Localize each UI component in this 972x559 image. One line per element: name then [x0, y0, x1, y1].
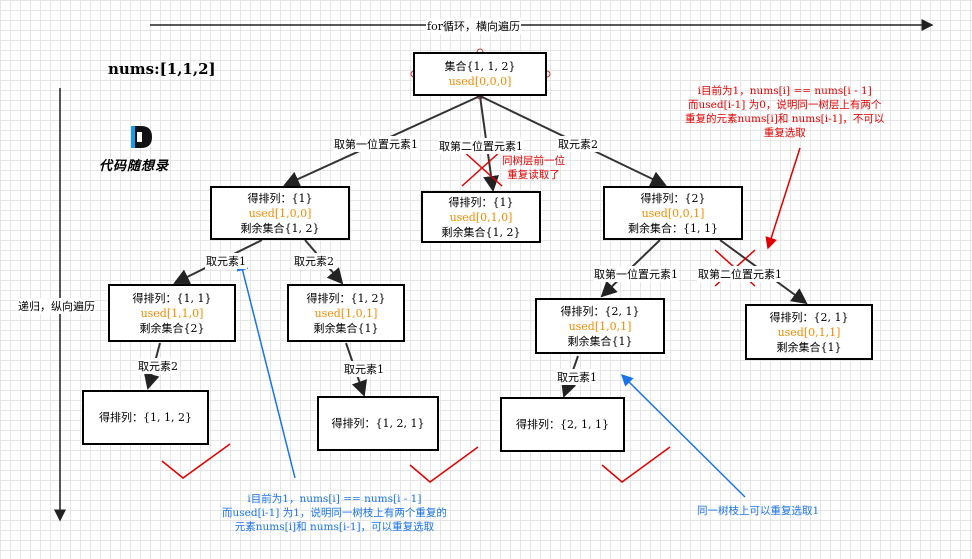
edge-label-root-l1a: 取第一位置元素1 [333, 136, 419, 152]
edge-label-l2c-l3c: 取元素1 [556, 369, 598, 385]
recursion-label: 递归，纵向遍历 [18, 298, 95, 314]
check-mark-1 [161, 443, 231, 479]
red-annotation-note: i目前为1，nums[i] == nums[i - 1] 而used[i-1] … [685, 85, 885, 139]
edge-label-l1c-l2c: 取第一位置元素1 [593, 266, 679, 282]
blue-annotation-note-2: 同一树枝上可以重复选取1 [697, 505, 820, 517]
blue-annotation-note: i目前为1，nums[i] == nums[i - 1] 而used[i-1] … [222, 493, 447, 533]
red-annotation-arrow [765, 147, 801, 250]
edge-label-l2a-l3a: 取元素2 [137, 358, 179, 374]
logo-text: 代码随想录 [99, 159, 170, 174]
edge-label-l1a-l2a: 取元素1 [205, 253, 247, 269]
edge-label-root-l1b: 取第二位置元素1 [438, 138, 524, 154]
node-l2-21-first: 得排列：{2, 1} used[1,0,1] 剩余集合{1} [535, 298, 665, 354]
check-mark-3 [601, 446, 671, 483]
red-cross-1 [461, 149, 503, 187]
node-l2-12: 得排列：{1, 2} used[1,0,1] 剩余集合{1} [287, 284, 405, 342]
edge-label-l1a-l2b: 取元素2 [293, 253, 335, 269]
for-loop-label: for循环，横向遍历 [426, 18, 521, 34]
edge-label-root-l1c: 取元素2 [557, 136, 599, 152]
node-l1-first-1: 得排列：{1} used[1,0,0] 剩余集合{1, 2} [210, 186, 350, 240]
root-used: used[0,0,0] [448, 75, 512, 88]
result-211: 得排列：{2, 1, 1} [500, 397, 625, 452]
result-121: 得排列：{1, 2, 1} [317, 396, 439, 451]
check-mark-2 [409, 446, 479, 483]
root-node: 集合{1, 1, 2} used[0,0,0] [413, 52, 547, 96]
edge-label-l2b-l3b: 取元素1 [343, 361, 385, 377]
edge-label-l1c-l2d: 取第二位置元素1 [697, 266, 783, 282]
blue-annotation-arrow-2 [620, 373, 746, 498]
nums-title: nums:[1,1,2] [108, 60, 216, 78]
node-l1-elem-2: 得排列：{2} used[0,0,1] 剩余集合：{1, 1} [603, 186, 743, 240]
node-l2-11: 得排列：{1, 1} used[1,1,0] 剩余集合{2} [108, 284, 236, 342]
node-l1-second-1: 得排列：{1} used[0,1,0] 剩余集合{1, 2} [421, 191, 541, 243]
blue-annotation-arrow-1 [236, 258, 296, 479]
logo-icon [128, 124, 154, 150]
root-set: 集合{1, 1, 2} [444, 60, 516, 73]
node-l2-21-second: 得排列：{2, 1} used[0,1,1] 剩余集合{1} [745, 304, 873, 360]
same-layer-note: 同树层前一位 重复读取了 [502, 155, 565, 181]
result-112: 得排列：{1, 1, 2} [82, 390, 209, 445]
